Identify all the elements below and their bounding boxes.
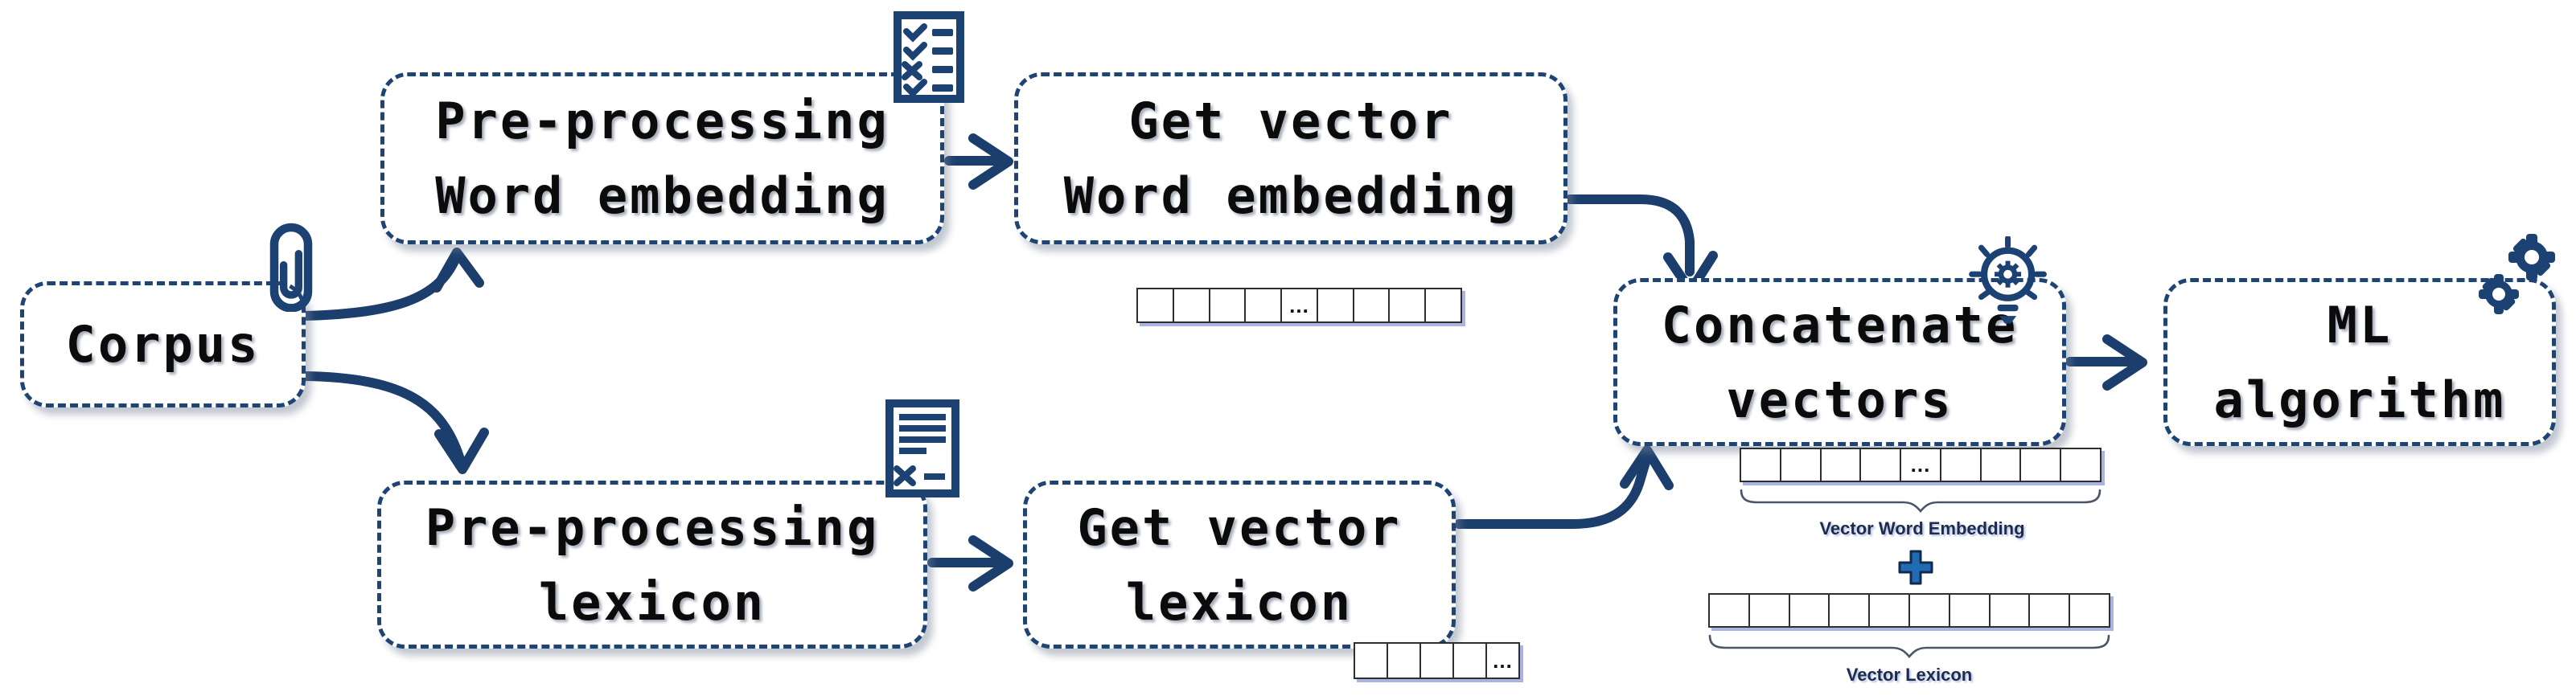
node-label-line: lexicon — [538, 572, 766, 632]
node-preprocessing-lexicon: Pre-processing lexicon — [377, 481, 927, 649]
node-label-line: algorithm — [2213, 370, 2506, 429]
label-vector-word-embedding: Vector Word Embedding — [1819, 518, 2025, 538]
vector-cell — [1830, 595, 1871, 626]
vector-cell — [1741, 449, 1781, 481]
vector-cell — [1790, 595, 1830, 626]
node-get-vector-word-embedding: Get vector Word embedding — [1014, 72, 1567, 244]
vector-cell — [2021, 449, 2062, 481]
vector-cell: ... — [1901, 449, 1941, 481]
vector-cell — [1822, 449, 1862, 481]
vector-cell — [1991, 595, 2031, 626]
node-concatenate-vectors: Concatenate vectors — [1613, 278, 2066, 446]
vector-cell: ... — [1493, 648, 1513, 673]
vector-cell — [1421, 644, 1454, 678]
vector-cell — [1781, 449, 1822, 481]
vector-cell — [1355, 644, 1388, 678]
node-label-line: Get vector — [1077, 497, 1402, 557]
vector-cell — [2030, 595, 2071, 626]
vector-cell — [1174, 289, 1210, 321]
vector-cell — [1982, 449, 2022, 481]
vector-cell — [1941, 449, 1982, 481]
vector-cell — [1246, 289, 1283, 321]
checklist-icon — [894, 11, 964, 103]
paperclip-icon — [269, 223, 313, 312]
plus-icon — [1898, 550, 1933, 585]
vector-cell: ... — [1282, 289, 1318, 321]
node-label-line: Get vector — [1128, 92, 1453, 150]
vector-cell — [1910, 595, 1950, 626]
node-corpus-label: Corpus — [65, 315, 261, 374]
node-preprocessing-word-embedding: Pre-processing Word embedding — [380, 72, 944, 244]
node-label-line: lexicon — [1125, 572, 1354, 632]
vector-cell — [1318, 289, 1354, 321]
vector-cell — [2061, 449, 2100, 481]
vector-cell — [1861, 449, 1902, 481]
vector-strip-vector-lexicon — [1708, 593, 2110, 628]
node-corpus: Corpus — [20, 281, 306, 407]
gears-icon — [2479, 234, 2555, 314]
lightbulb-gear-icon — [1969, 236, 2047, 324]
underbrace-vector-lexicon — [1708, 634, 2110, 658]
underbrace-vector-word-embedding — [1740, 489, 2101, 513]
label-vector-lexicon: Vector Lexicon — [1846, 665, 1973, 685]
vector-cell — [2070, 595, 2109, 626]
node-label-line: ML — [2327, 295, 2393, 354]
node-label-line: Word embedding — [435, 166, 889, 225]
node-label-line: Word embedding — [1063, 166, 1518, 225]
node-label-line: vectors — [1726, 370, 1954, 429]
node-get-vector-lexicon: Get vector lexicon — [1023, 481, 1456, 649]
document-x-icon — [885, 399, 959, 497]
vector-cell — [1710, 595, 1750, 626]
vector-cell — [1454, 644, 1487, 678]
vector-cell — [1354, 289, 1391, 321]
vector-cell — [1388, 644, 1421, 678]
vector-cell — [1950, 595, 1991, 626]
vector-cell — [1750, 595, 1790, 626]
vector-cell — [1870, 595, 1910, 626]
node-label-line: Pre-processing — [425, 497, 880, 557]
vector-cell — [1210, 289, 1247, 321]
vector-cell — [1138, 289, 1174, 321]
vector-cell — [1390, 289, 1427, 321]
vector-strip-lexicon-preview: ... — [1354, 642, 1520, 679]
node-label-line: Pre-processing — [435, 92, 889, 150]
vector-strip-vector-word-embedding: ... — [1740, 448, 2101, 482]
node-label-line: Concatenate — [1661, 295, 2019, 354]
vector-strip-word-embedding-preview: ... — [1136, 288, 1462, 323]
node-ml-algorithm: ML algorithm — [2163, 278, 2556, 446]
vector-cell — [1426, 289, 1461, 321]
